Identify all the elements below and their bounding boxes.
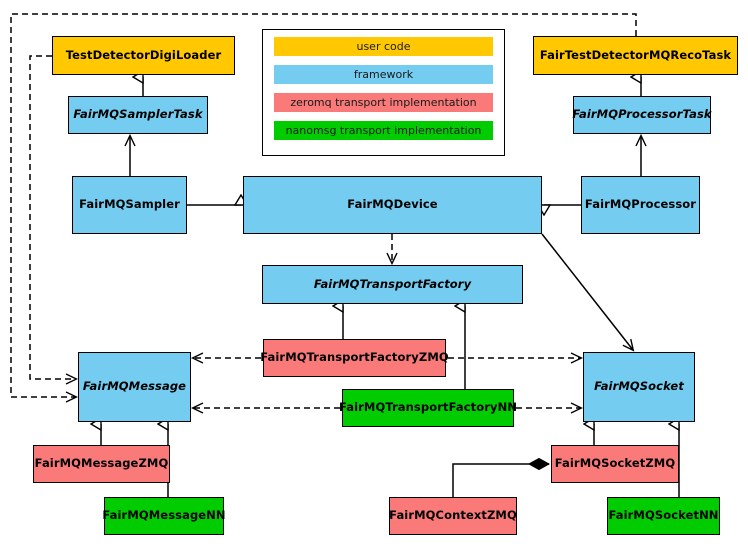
class-node-fairmqmessagenn[interactable]: FairMQMessageNN xyxy=(102,497,226,535)
class-node-fairmqmessagezmq[interactable]: FairMQMessageZMQ xyxy=(33,445,170,483)
class-node-fairmqtransportfactory[interactable]: FairMQTransportFactory xyxy=(262,265,523,304)
legend-item-zeromq: zeromq transport implementation xyxy=(274,93,493,112)
class-label: FairMQProcessorTask xyxy=(572,107,712,122)
class-node-fairmqdevice[interactable]: FairMQDevice xyxy=(243,176,542,234)
class-node-fairmqsocket[interactable]: FairMQSocket xyxy=(583,352,695,422)
edge-contextzmq-to-socketzmq xyxy=(452,464,549,497)
class-node-fairmqsocketnn[interactable]: FairMQSocketNN xyxy=(607,497,720,535)
legend-item-user-code: user code xyxy=(274,37,493,56)
class-node-fairmqsamplertask[interactable]: FairMQSamplerTask xyxy=(68,96,208,134)
legend-item-nanomsg: nanomsg transport implementation xyxy=(274,121,493,140)
class-label: FairMQSocketNN xyxy=(608,508,719,523)
legend-item-framework: framework xyxy=(274,65,493,84)
class-label: FairMQSocketZMQ xyxy=(554,456,676,471)
class-label: FairMQSamplerTask xyxy=(73,107,203,122)
class-label: FairMQSocket xyxy=(594,379,684,394)
class-node-testdetectordigiloader[interactable]: TestDetectorDigiLoader xyxy=(52,36,235,75)
class-label: FairMQDevice xyxy=(347,197,438,212)
class-label: TestDetectorDigiLoader xyxy=(65,47,222,62)
class-node-fairmqcontextzmq[interactable]: FairMQContextZMQ xyxy=(389,497,517,535)
class-label: FairMQTransportFactoryNN xyxy=(338,400,518,415)
class-label: FairMQMessageZMQ xyxy=(34,456,169,471)
class-label: FairMQSampler xyxy=(79,197,180,212)
legend-panel: user code framework zeromq transport imp… xyxy=(262,29,505,156)
class-label: FairMQMessageNN xyxy=(102,508,226,523)
class-node-fairmqprocessortask[interactable]: FairMQProcessorTask xyxy=(572,96,712,134)
class-label: FairTestDetectorMQRecoTask xyxy=(539,47,732,62)
class-label: FairMQProcessor xyxy=(584,197,697,212)
legend-label-user-code: user code xyxy=(356,40,411,53)
legend-label-zeromq: zeromq transport implementation xyxy=(290,96,477,109)
class-node-fairmqprocessor[interactable]: FairMQProcessor xyxy=(581,176,700,234)
class-node-fairmqsocketzmq[interactable]: FairMQSocketZMQ xyxy=(551,445,679,483)
class-label: FairMQTransportFactory xyxy=(313,276,472,291)
class-node-fairmqmessage[interactable]: FairMQMessage xyxy=(78,352,191,422)
class-label: FairMQMessage xyxy=(82,379,187,394)
class-label: FairMQContextZMQ xyxy=(389,508,517,523)
class-node-fairtestdetectormqrecotask[interactable]: FairTestDetectorMQRecoTask xyxy=(533,36,738,75)
class-node-fairmqtransportfactorynn[interactable]: FairMQTransportFactoryNN xyxy=(338,389,518,427)
edge-device-to-socket xyxy=(541,233,633,350)
legend-label-nanomsg: nanomsg transport implementation xyxy=(285,124,482,137)
class-node-fairmqsampler[interactable]: FairMQSampler xyxy=(72,176,187,234)
class-node-fairmqtransportfactoryzmq[interactable]: FairMQTransportFactoryZMQ xyxy=(260,339,449,377)
legend-label-framework: framework xyxy=(353,68,414,81)
class-label: FairMQTransportFactoryZMQ xyxy=(260,350,449,365)
